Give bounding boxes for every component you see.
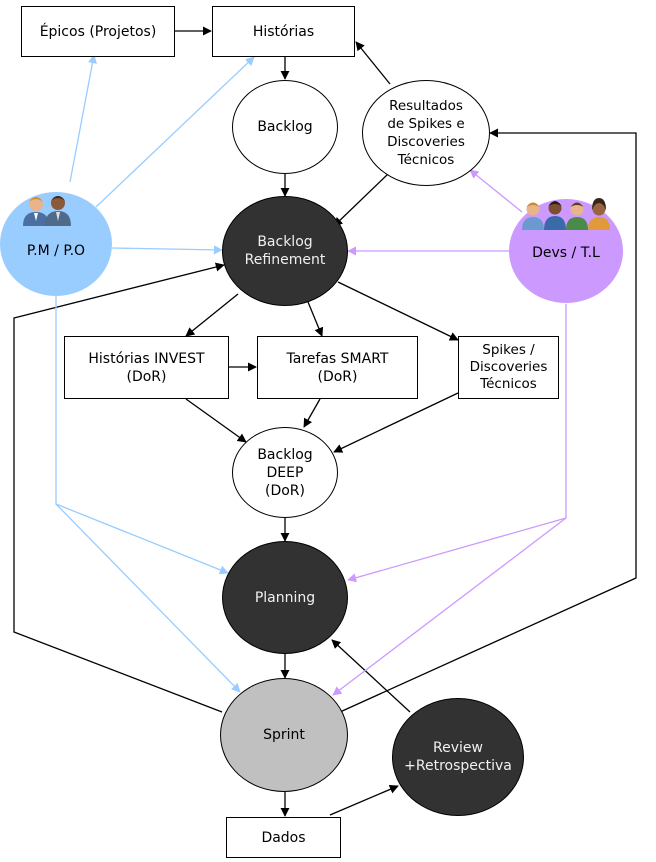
arrow-invest-deep [185, 398, 247, 443]
spikes-node: Spikes / Discoveries Técnicos [458, 336, 559, 399]
arrow-refinement-spikes [337, 281, 459, 341]
dados-node: Dados [226, 817, 341, 858]
purple-arrow-devs-sprint [332, 517, 567, 696]
arrow-refinement-invest [185, 293, 239, 337]
black-connectors [13, 26, 637, 817]
arrow-refinement-smart [307, 301, 324, 337]
arrow-review-planning [331, 639, 411, 713]
arrow-sprint-resultados-loop [339, 128, 637, 713]
po-label: P.M / P.O [26, 243, 86, 259]
arrow-smart-deep [303, 398, 321, 428]
arrow-resultados-refinement [333, 173, 389, 227]
po-people-icon [23, 196, 71, 226]
devs-label: Devs / T.L [532, 245, 600, 261]
invest-node: Histórias INVEST (DoR) [64, 336, 229, 399]
blue-connectors [55, 54, 255, 693]
refinement-node: Backlog Refinement [222, 196, 348, 306]
arrow-resultados-historias [355, 41, 391, 85]
historias-node: Histórias [212, 6, 355, 57]
purple-arrow-devs-resultados [469, 169, 523, 213]
devs-node: Devs / T.L [509, 199, 623, 303]
resultados-node: Resultados de Spikes e Discoveries Técni… [362, 80, 490, 186]
sprint-node: Sprint [220, 678, 348, 792]
devs-people-icon [522, 198, 610, 230]
deep-node: Backlog DEEP (DoR) [232, 427, 338, 518]
smart-node: Tarefas SMART (DoR) [257, 336, 418, 399]
review-node: Review +Retrospectiva [392, 698, 524, 816]
blue-arrow-po-refinement [111, 245, 223, 255]
blue-arrow-po-historias [95, 56, 255, 208]
blue-arrow-po-epicos [69, 54, 97, 183]
arrow-spikes-deep [333, 392, 459, 453]
purple-connectors [332, 169, 567, 696]
blue-arrow-po-sprint [55, 503, 241, 693]
epicos-node: Épicos (Projetos) [21, 6, 175, 57]
backlog-node: Backlog [232, 80, 338, 174]
planning-node: Planning [222, 541, 348, 654]
arrow-dados-review [329, 785, 399, 816]
arrow-sprint-refinement-loop [13, 262, 225, 713]
